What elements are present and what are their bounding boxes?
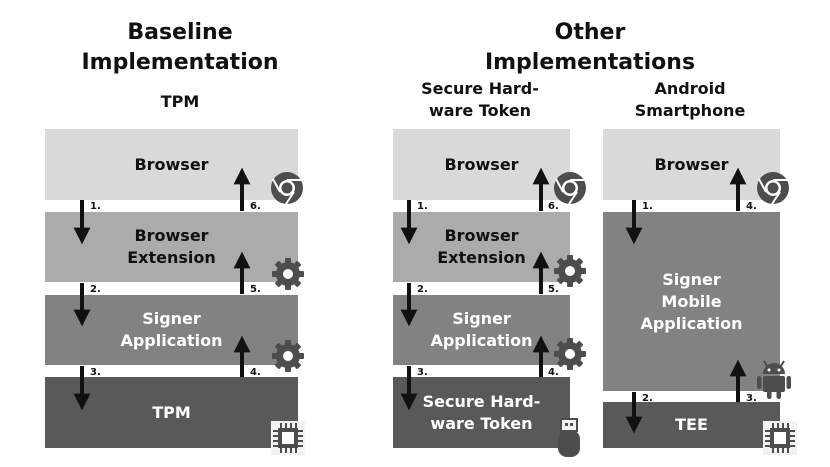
step-label: 1.	[642, 201, 653, 212]
tpm-block: TPM	[45, 377, 298, 448]
android-icon	[757, 360, 791, 399]
other-heading: Other Implementations	[484, 20, 696, 75]
step-label: 1.	[417, 201, 428, 212]
step-label: 3.	[417, 367, 428, 378]
step-label: 6.	[548, 201, 559, 212]
step-label: 3.	[746, 393, 757, 404]
chip-icon	[763, 421, 797, 455]
gear-icon	[272, 258, 304, 290]
browser-block: Browser	[603, 129, 780, 200]
step-label: 2.	[642, 393, 653, 404]
gear-icon	[554, 255, 586, 287]
chrome-icon	[757, 172, 789, 205]
chip-icon	[271, 421, 305, 455]
secure-hardware-token-block: Secure Hard- ware Token	[393, 377, 570, 448]
gear-icon	[272, 340, 304, 372]
chrome-icon	[554, 172, 586, 205]
step-label: 2.	[90, 284, 101, 295]
signer-mobile-application-block: Signer Mobile Application	[603, 212, 780, 391]
step-label: 2.	[417, 284, 428, 295]
gear-icon	[554, 338, 586, 370]
step-label: 4.	[548, 367, 559, 378]
step-label: 5.	[250, 284, 261, 295]
step-label: 5.	[548, 284, 559, 295]
usb-token-icon	[558, 418, 580, 457]
tpm-column-heading: TPM	[160, 92, 200, 111]
android-column-heading: Android Smartphone	[634, 79, 746, 120]
baseline-heading: Baseline Implementation	[81, 20, 279, 75]
browser-block: Browser	[45, 129, 298, 200]
browser-extension-block: Browser Extension	[45, 212, 298, 282]
step-label: 4.	[250, 367, 261, 378]
browser-block: Browser	[393, 129, 570, 200]
chrome-icon	[271, 172, 303, 205]
step-label: 1.	[90, 201, 101, 212]
browser-extension-block: Browser Extension	[393, 212, 570, 282]
step-label: 3.	[90, 367, 101, 378]
token-column-heading: Secure Hard- ware Token	[421, 79, 539, 120]
step-label: 4.	[746, 201, 757, 212]
step-label: 6.	[250, 201, 261, 212]
signer-application-block: Signer Application	[45, 295, 298, 365]
